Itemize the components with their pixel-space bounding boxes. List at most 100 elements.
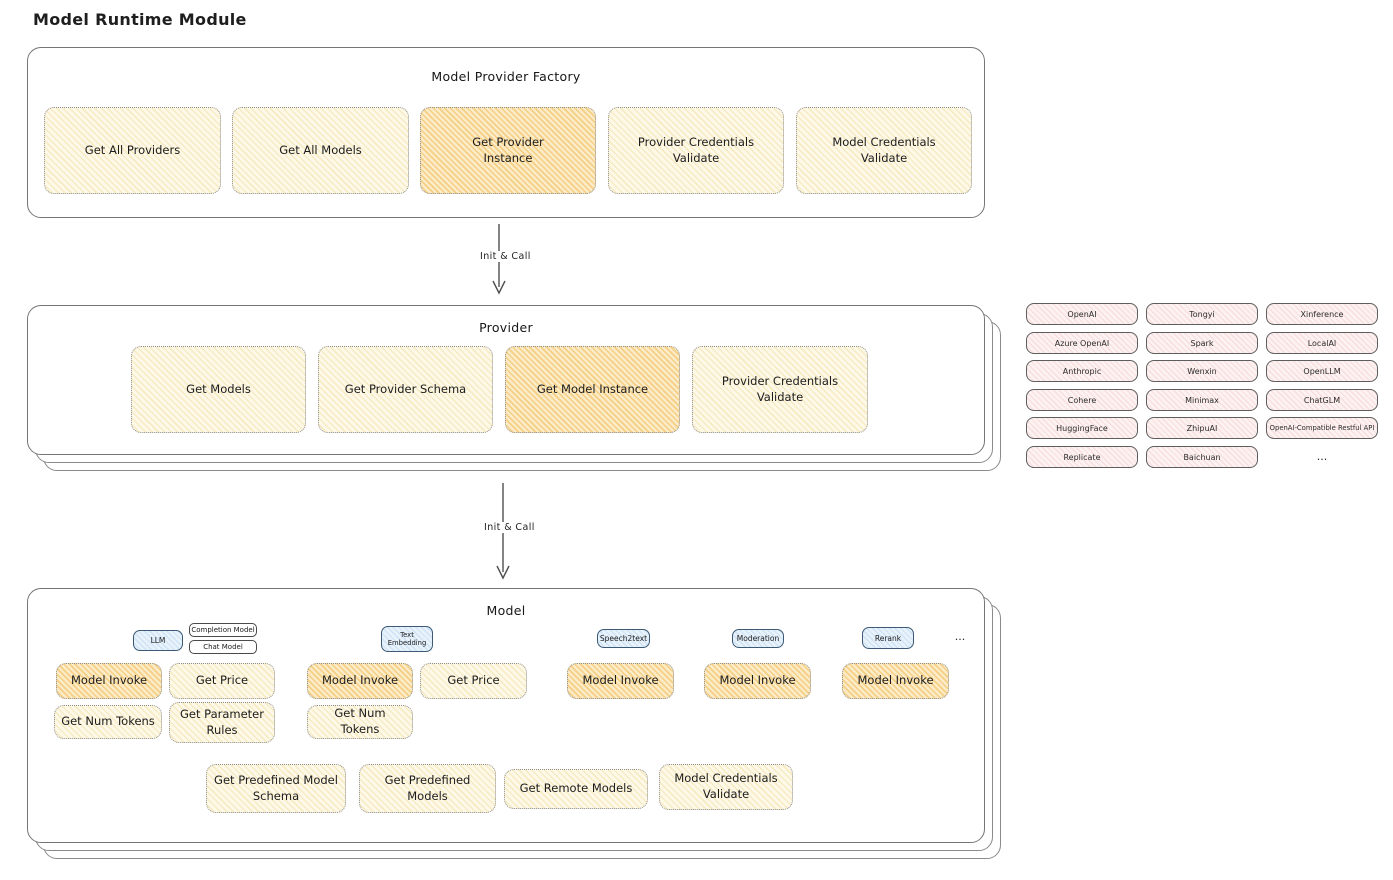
chip-spark: Spark [1146,332,1258,354]
model-box: Model LLM Completion Model Chat Model Te… [27,588,985,843]
factory-box: Model Provider Factory Get All Providers… [27,47,985,218]
node-llm-get-price: Get Price [169,663,275,699]
chip-openai-compatible-restful-api: OpenAI-Compatible Restful API [1266,417,1378,439]
node-model-credentials-validate-2: Model Credentials Validate [659,764,793,810]
node-label: Model Credentials Validate [674,771,778,801]
node-te-get-num-tokens: Get Num Tokens [307,705,413,739]
node-label: Model Credentials Validate [832,134,936,165]
chip-label: Cohere [1067,395,1097,405]
node-label: Get Num Tokens [334,706,386,736]
chip-label: LocalAI [1307,338,1337,348]
factory-title: Model Provider Factory [431,69,581,84]
chip-label: Tongyi [1189,309,1215,319]
chip-chatglm: ChatGLM [1266,389,1378,411]
chip-zhipuai: ZhipuAI [1146,417,1258,439]
node-label: Get Provider Schema [344,381,467,396]
chip-cohere: Cohere [1026,389,1138,411]
node-get-all-providers: Get All Providers [44,107,221,194]
chip-baichuan: Baichuan [1146,446,1258,468]
node-label: Model Invoke [719,673,796,688]
tag-label: Moderation [736,634,780,643]
node-get-models: Get Models [131,346,306,433]
node-label: Get Provider Instance [472,134,544,165]
page-title: Model Runtime Module [33,10,247,29]
node-te-model-invoke: Model Invoke [307,663,413,699]
model-tag-llm: LLM [133,630,183,651]
chip-azure-openai: Azure OpenAI [1026,332,1138,354]
model-tag-rerank: Rerank [862,627,914,649]
model-subtag-completion-model: Completion Model [189,623,257,637]
node-label: Model Invoke [70,673,148,688]
chip-wenxin: Wenxin [1146,360,1258,382]
model-tag-speech2text: Speech2text [597,629,650,648]
provider-title: Provider [479,320,533,335]
node-provider-credentials-validate-2: Provider Credentials Validate [692,346,868,433]
chip-label: OpenAI [1067,309,1097,319]
node-get-predefined-model-schema: Get Predefined Model Schema [206,764,346,813]
node-get-provider-instance: Get Provider Instance [420,107,596,194]
chip-replicate: Replicate [1026,446,1138,468]
node-label: Provider Credentials Validate [637,134,755,165]
node-label: Get Remote Models [519,781,633,796]
node-label: Get Price [195,673,249,688]
node-label: Model Invoke [321,673,399,688]
node-rerank-model-invoke: Model Invoke [842,663,949,699]
tag-label: Rerank [874,633,902,643]
chip-label: Replicate [1063,452,1101,462]
chip-label: ChatGLM [1303,395,1341,405]
chip-label: Azure OpenAI [1054,338,1110,348]
node-label: Get All Providers [84,142,181,157]
node-label: Model Invoke [582,673,659,688]
node-llm-get-parameter-rules: Get Parameter Rules [169,702,275,743]
node-s2t-model-invoke: Model Invoke [567,663,674,699]
chip-xinference: Xinference [1266,303,1378,325]
node-label: Get Predefined Models [384,772,471,803]
node-get-remote-models: Get Remote Models [504,769,648,809]
provider-box: Provider Get Models Get Provider Schema … [27,305,985,455]
chip-label: Minimax [1185,395,1219,405]
chip-label: Xinference [1300,309,1344,319]
chip-minimax: Minimax [1146,389,1258,411]
node-label: Get Price [447,673,500,688]
chip-huggingface: HuggingFace [1026,417,1138,439]
model-subtag-chat-model: Chat Model [189,640,257,654]
node-moderation-model-invoke: Model Invoke [704,663,811,699]
chip-anthropic: Anthropic [1026,360,1138,382]
subtag-label: Chat Model [203,643,243,651]
tag-label: LLM [150,636,166,645]
chip-tongyi: Tongyi [1146,303,1258,325]
node-get-model-instance: Get Model Instance [505,346,680,433]
tag-label: Text Embedding [387,630,427,647]
chip-label: OpenLLM [1303,366,1341,376]
model-tag-moderation: Moderation [732,629,784,648]
arrow2-label: Init & Call [481,522,538,533]
chip-label: Wenxin [1187,366,1217,376]
chip-label: Baichuan [1183,452,1221,462]
chip-label: HuggingFace [1056,423,1108,433]
node-label: Get All Models [279,142,362,157]
node-label: Get Model Instance [536,381,649,396]
node-model-credentials-validate: Model Credentials Validate [796,107,972,194]
node-label: Get Predefined Model Schema [214,772,338,803]
chip-label: Spark [1190,338,1214,348]
model-title: Model [486,603,526,618]
node-label: Get Num Tokens [61,714,155,729]
node-llm-model-invoke: Model Invoke [56,663,162,699]
node-get-provider-schema: Get Provider Schema [318,346,493,433]
chip-openllm: OpenLLM [1266,360,1378,382]
chip-openai: OpenAI [1026,303,1138,325]
node-get-predefined-models: Get Predefined Models [359,764,496,813]
chip-label: Anthropic [1062,366,1102,376]
providers-more-ellipsis: ... [1316,450,1328,463]
chip-label: OpenAI-Compatible Restful API [1269,424,1375,432]
node-label: Provider Credentials Validate [721,373,839,404]
subtag-label: Completion Model [191,626,255,634]
chip-label: ZhipuAI [1186,423,1218,433]
node-llm-get-num-tokens: Get Num Tokens [54,705,162,739]
node-te-get-price: Get Price [420,663,527,699]
node-label: Get Parameter Rules [180,706,264,737]
chip-localai: LocalAI [1266,332,1378,354]
node-label: Get Models [186,381,251,396]
node-get-all-models: Get All Models [232,107,409,194]
